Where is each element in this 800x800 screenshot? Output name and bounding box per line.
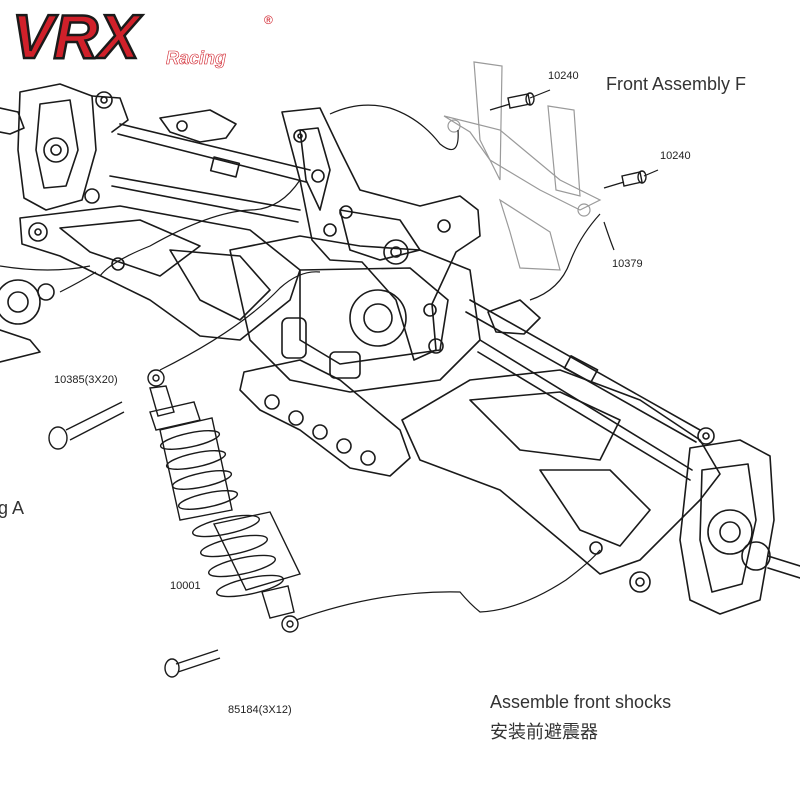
part-10240-b: 10240 xyxy=(660,150,691,162)
part-10379: 10379 xyxy=(612,258,643,270)
screw-10240-b xyxy=(603,170,647,189)
front-camber-links xyxy=(109,109,311,223)
logo-mark: VRX Racing ® xyxy=(11,6,273,73)
right-lower-arm xyxy=(401,369,721,593)
leader-lines xyxy=(0,89,659,621)
front-assembly-title: Front Assembly F xyxy=(606,74,747,94)
left-title-fragment: g A xyxy=(0,498,25,518)
front-bumper xyxy=(239,359,411,477)
screw-10240-a xyxy=(489,92,535,111)
screw-10385 xyxy=(48,401,125,450)
logo-sub: Racing xyxy=(166,48,226,68)
right-hub-carrier xyxy=(679,427,800,615)
part-10385: 10385(3X20) xyxy=(54,374,118,386)
logo-letters: VRX xyxy=(12,6,143,72)
screw-85184 xyxy=(164,649,221,678)
part-10240-a: 10240 xyxy=(548,70,579,82)
front-shock-absorber xyxy=(147,369,301,633)
front-shock-tower xyxy=(281,107,481,361)
vrx-racing-logo: VRX Racing ® xyxy=(11,6,273,73)
shock-spring xyxy=(159,430,284,598)
part-85184: 85184(3X12) xyxy=(228,704,292,716)
right-camber-links xyxy=(465,299,701,481)
body-post-ghost xyxy=(443,61,602,271)
front-bulkhead xyxy=(229,235,481,393)
screws xyxy=(48,92,647,678)
left-wheel-fragment xyxy=(0,279,55,363)
left-hub-carrier xyxy=(0,83,129,211)
assemble-title-cn: 安装前避震器 xyxy=(490,722,598,743)
assemble-title-en: Assemble front shocks xyxy=(490,692,672,712)
part-10001: 10001 xyxy=(170,580,201,592)
left-lower-arm xyxy=(19,205,301,341)
registered-mark: ® xyxy=(264,13,273,27)
